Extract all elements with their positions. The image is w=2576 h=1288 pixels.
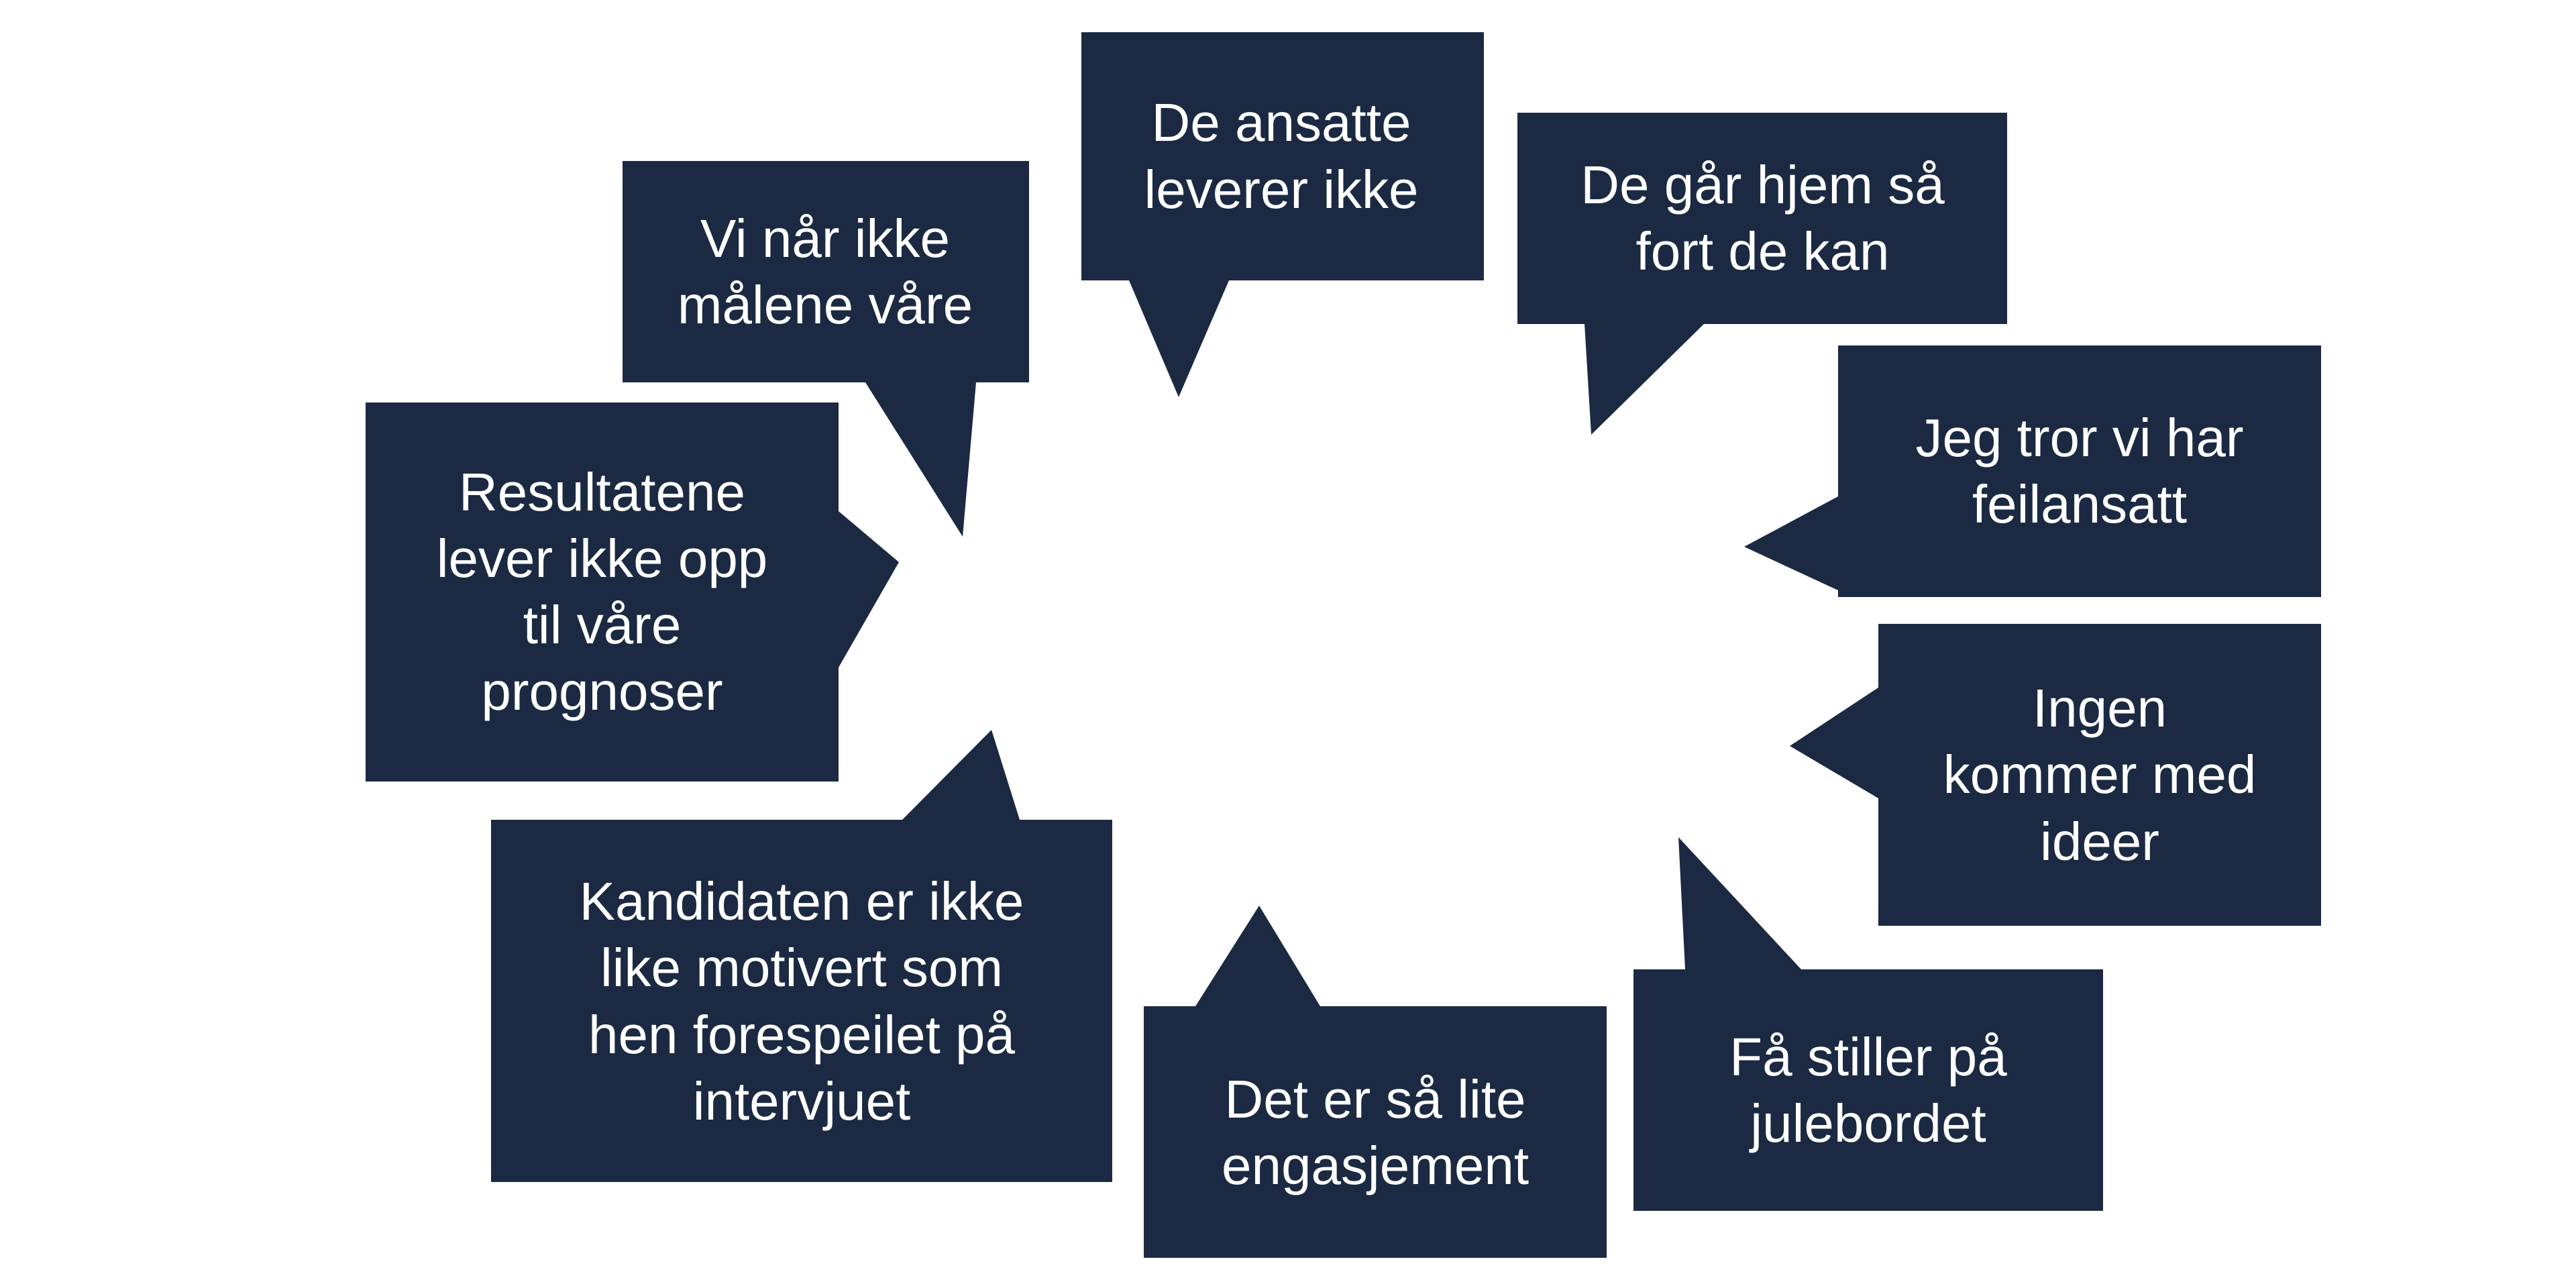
speech-bubble-shape-wrong-hire bbox=[1744, 345, 2321, 597]
speech-bubble-shape-christmas-party bbox=[1633, 837, 2103, 1211]
speech-bubble-shape-go-home-early bbox=[1517, 113, 2007, 435]
speech-bubble-shape-results-below-forecast bbox=[366, 402, 899, 782]
speech-bubble-shape-candidate-motivation bbox=[491, 730, 1112, 1182]
speech-bubble-shape-no-ideas bbox=[1790, 624, 2321, 926]
speech-bubble-text-missing-goals: Vi når ikke målene våre bbox=[677, 208, 973, 335]
speech-bubble-text-employees-dont-deliver: De ansatte leverer ikke bbox=[1144, 93, 1419, 219]
speech-bubble-text-candidate-motivation: Kandidaten er ikke like motivert som hen… bbox=[579, 871, 1024, 1131]
speech-bubble-shape-employees-dont-deliver bbox=[1081, 32, 1484, 397]
speech-bubble-shape-low-engagement bbox=[1144, 906, 1607, 1258]
speech-bubble-shape-missing-goals bbox=[623, 161, 1029, 537]
speech-bubble-text-no-ideas: Ingen kommer med ideer bbox=[1943, 678, 2257, 871]
speech-bubble-text-christmas-party: Få stiller på julebordet bbox=[1729, 1026, 2007, 1153]
speech-bubble-text-results-below-forecast: Resultatene lever ikke opp til våre prog… bbox=[436, 462, 768, 722]
speech-bubble-text-low-engagement: Det er så lite engasjement bbox=[1221, 1069, 1529, 1195]
speech-bubble-text-wrong-hire: Jeg tror vi har feilansatt bbox=[1915, 407, 2244, 534]
speech-bubble-text-go-home-early: De går hjem så fort de kan bbox=[1580, 154, 1945, 281]
